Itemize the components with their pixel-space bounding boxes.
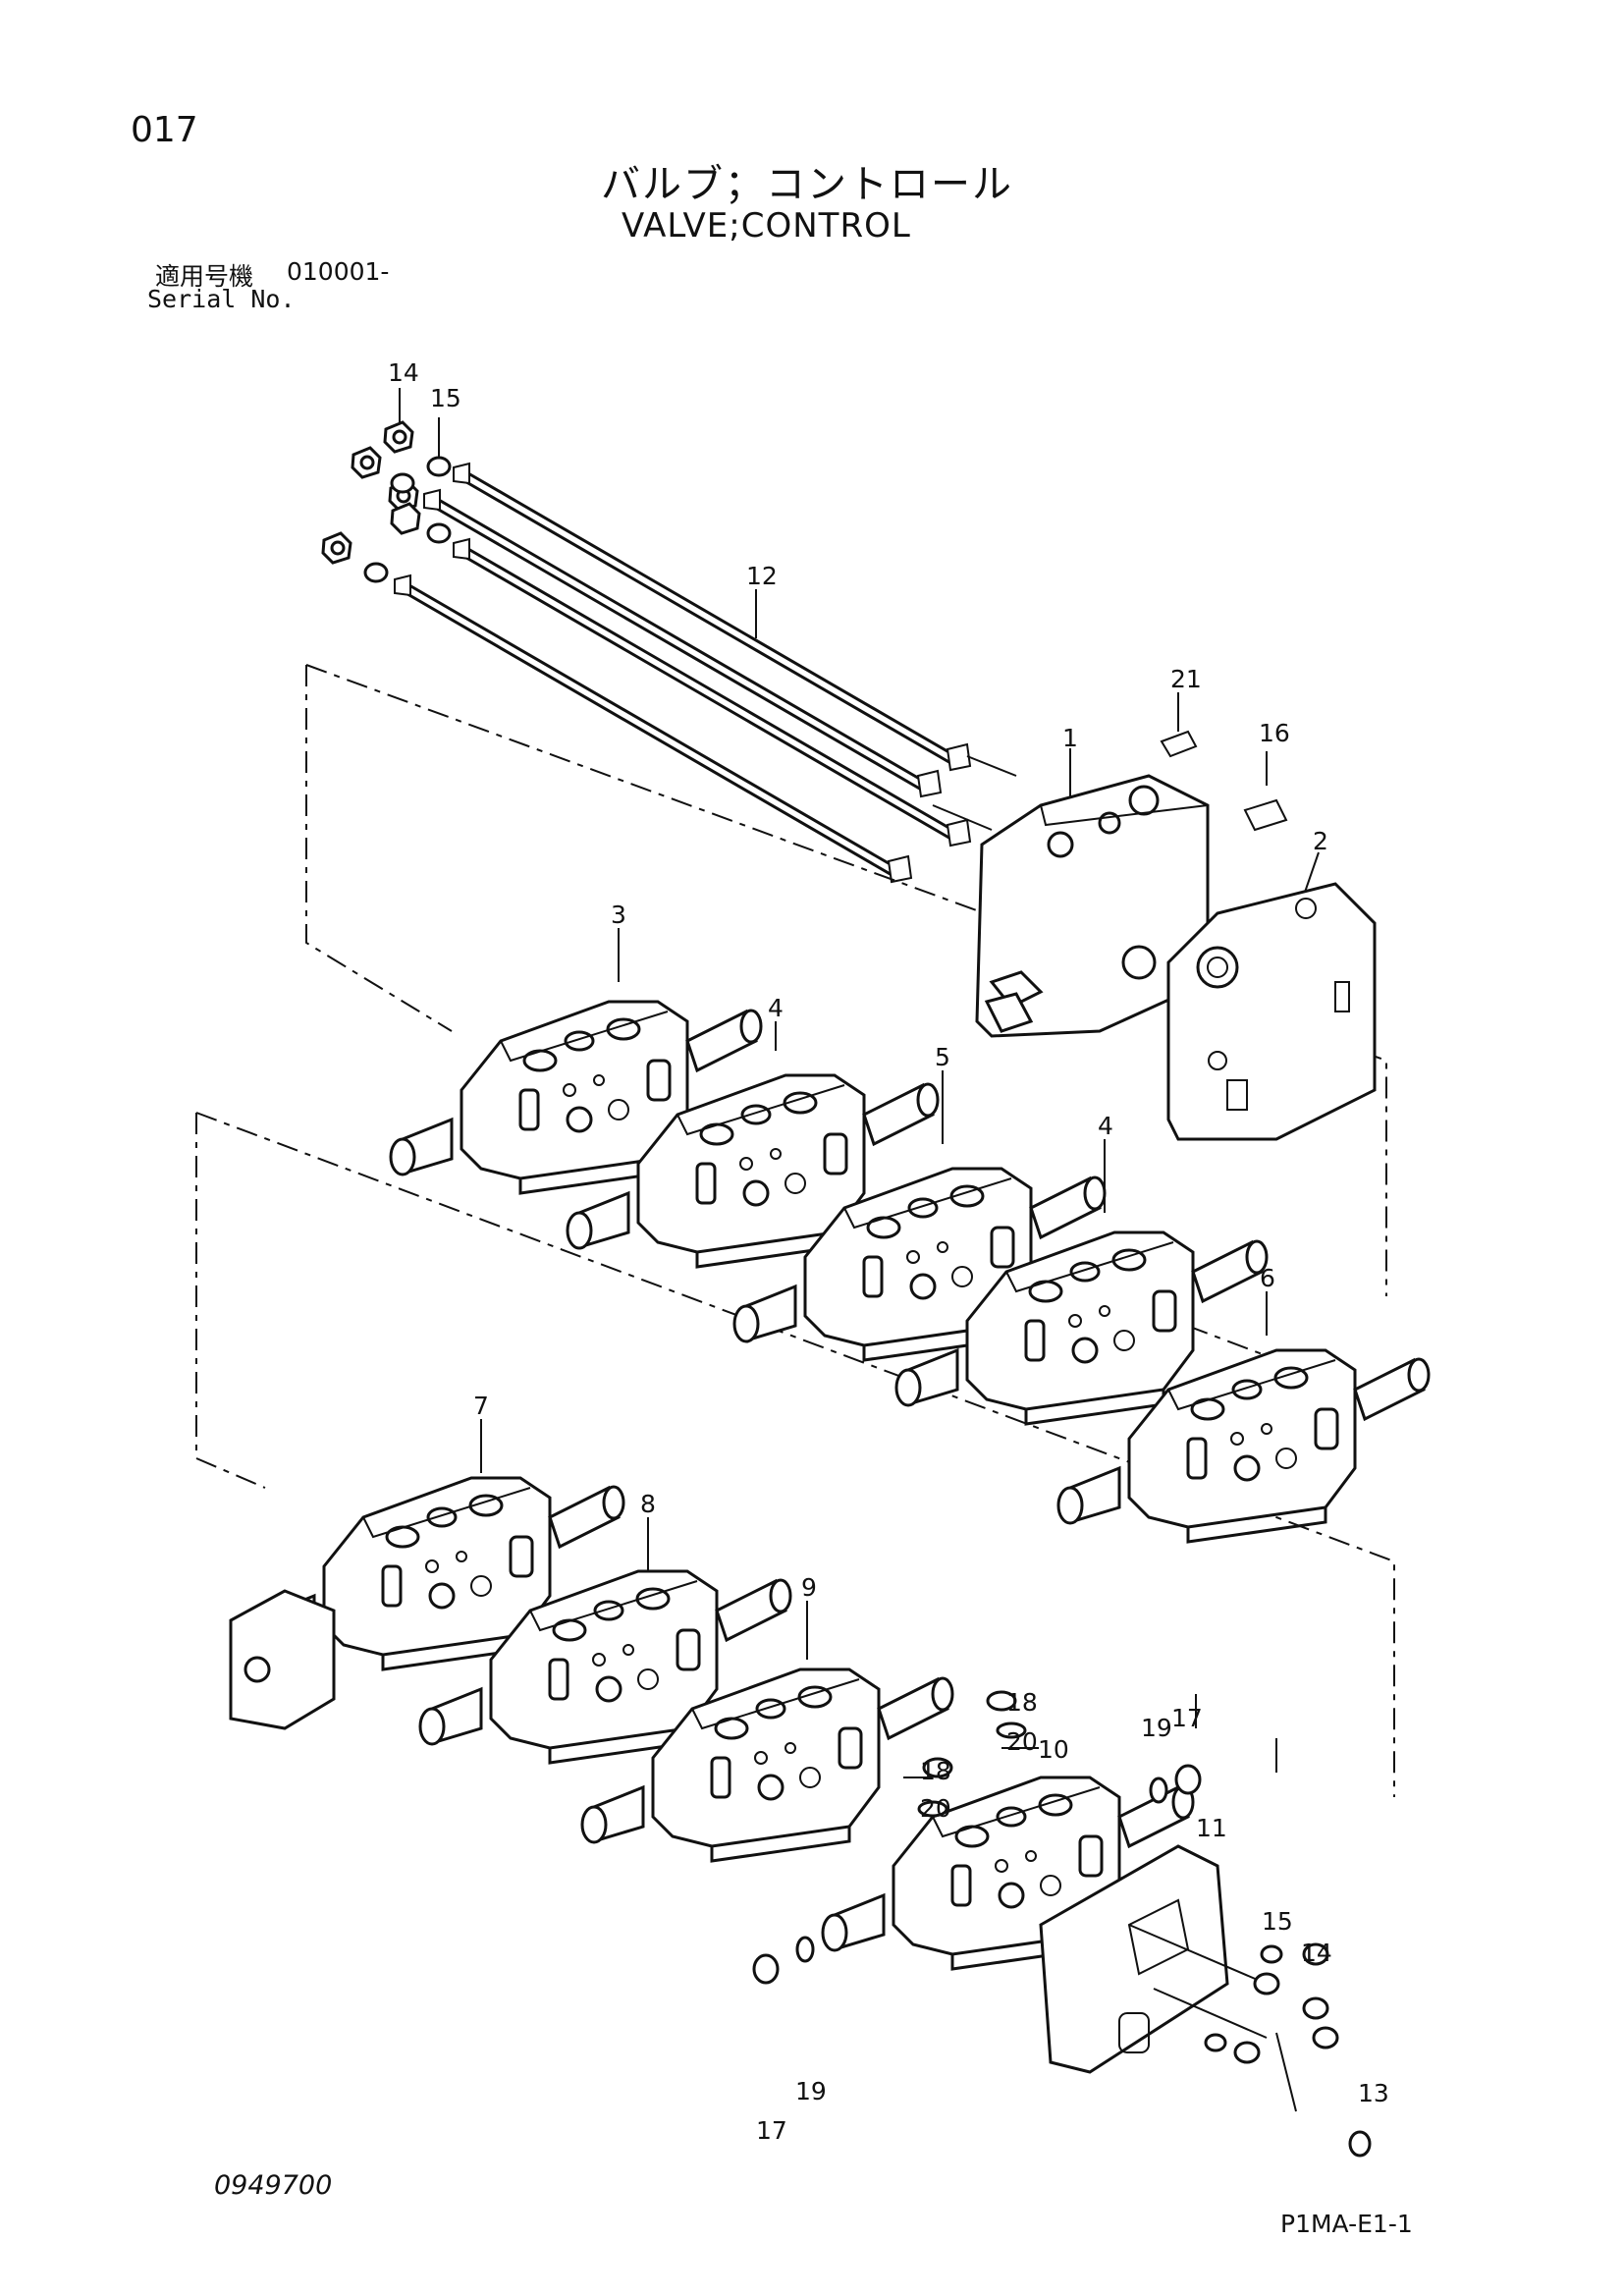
part-callout-14: 14 [1301, 1939, 1332, 1967]
part-callout-16: 16 [1259, 719, 1290, 747]
part-callout-21: 21 [1170, 665, 1202, 693]
title-japanese: バルブ；コントロール [601, 162, 1013, 207]
part-callout-20: 20 [920, 1794, 951, 1823]
document-number: 0949700 [214, 2170, 333, 2201]
serial-label-english: Serial No. [147, 285, 296, 313]
part-callout-15: 15 [430, 384, 461, 412]
part-callout-6: 6 [1260, 1264, 1275, 1292]
part-callout-3: 3 [611, 901, 626, 929]
valve-housing-2 [1166, 882, 1377, 1141]
tie-rod-3 [452, 537, 972, 847]
part-callout-15: 15 [1262, 1907, 1293, 1936]
page-code: P1MA-E1-1 [1280, 2210, 1413, 2238]
part-callout-2: 2 [1313, 827, 1328, 855]
tie-rod-2 [422, 488, 943, 798]
serial-value: 010001- [287, 257, 390, 286]
serial-label-japanese: 適用号機 [155, 262, 254, 291]
nuts-washers-top [321, 420, 452, 583]
part-callout-1: 1 [1062, 724, 1078, 752]
part-callout-8: 8 [640, 1490, 656, 1518]
part-callout-20: 20 [1006, 1727, 1038, 1756]
part-callout-17: 17 [1171, 1704, 1203, 1732]
part-callout-18: 18 [1006, 1688, 1038, 1717]
part-callout-7: 7 [473, 1392, 489, 1420]
page-number: 017 [131, 110, 198, 150]
part-callout-19: 19 [795, 2077, 827, 2105]
tie-rod-1 [452, 462, 972, 772]
part-callout-12: 12 [746, 562, 778, 590]
part-callout-4: 4 [1098, 1112, 1113, 1140]
valve-housing-1 [975, 774, 1210, 1038]
part-callout-5: 5 [935, 1043, 950, 1071]
part-callout-10: 10 [1038, 1735, 1069, 1764]
part-callout-4: 4 [768, 994, 784, 1022]
part-callout-17: 17 [756, 2116, 787, 2145]
part-callout-13: 13 [1358, 2079, 1389, 2107]
part-callout-18: 18 [920, 1757, 951, 1785]
part-callout-11: 11 [1196, 1814, 1227, 1842]
part-callout-9: 9 [801, 1573, 817, 1602]
end-plate-11 [1039, 1844, 1268, 2074]
title-english: VALVE;CONTROL [622, 206, 911, 246]
part-callout-14: 14 [388, 358, 419, 387]
part-callout-19: 19 [1141, 1714, 1172, 1742]
